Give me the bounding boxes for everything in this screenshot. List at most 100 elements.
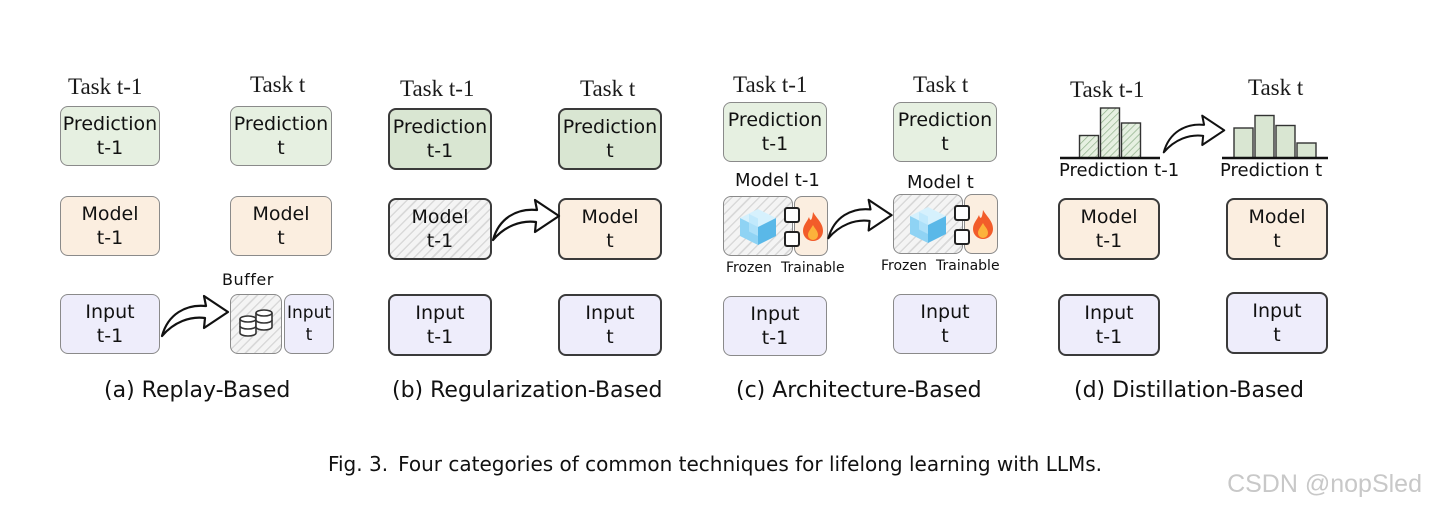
model-label: Model: [411, 206, 469, 228]
buffer-label: Buffer: [222, 270, 274, 289]
task-cur-label: Task t: [1248, 75, 1304, 100]
task-prev-label: Task t-1: [1070, 77, 1145, 102]
frozen-module: [723, 196, 793, 256]
prediction-label: Prediction: [233, 113, 329, 135]
input-sub: t: [606, 326, 614, 348]
model-cur-box: Model t: [1226, 198, 1328, 260]
distribution-bar: [1120, 122, 1142, 159]
prediction-sub: t-1: [761, 133, 789, 155]
input-sub: t-1: [761, 327, 789, 349]
input-label: Input: [1252, 300, 1302, 322]
prediction-prev-box: Prediction t-1: [388, 108, 492, 170]
figure-caption-text: Four categories of common techniques for…: [398, 452, 1103, 476]
task-prev-label: Task t-1: [733, 72, 808, 97]
model-sub: t: [1273, 230, 1281, 252]
input-prev-box: Input t-1: [1058, 294, 1160, 356]
model-prev-box: Model t-1: [1058, 198, 1160, 260]
model-label: Model: [1248, 206, 1306, 228]
figure-caption: Fig. 3. Four categories of common techniq…: [0, 452, 1430, 476]
curved-arrow-icon: [491, 198, 561, 242]
input-label: Input: [85, 301, 135, 323]
model-sub: t: [277, 227, 285, 249]
input-sub: t-1: [426, 326, 454, 348]
flame-icon: [973, 210, 993, 239]
trainable-module: [794, 196, 828, 256]
input-label: Input: [585, 302, 635, 324]
input-prev-box: Input t-1: [60, 294, 160, 354]
model-prev-box: Model t-1: [388, 198, 492, 260]
task-prev-label: Task t-1: [400, 76, 475, 101]
model-label: Model: [81, 203, 139, 225]
prediction-sub: t: [277, 137, 285, 159]
trainable-label: Trainable: [936, 258, 1000, 274]
distribution-bar: [1254, 114, 1275, 159]
prediction-prev-box: Prediction t-1: [723, 102, 827, 162]
prediction-cur-box: Prediction t: [893, 102, 997, 162]
model-label: Model: [1080, 206, 1138, 228]
prediction-sub: t-1: [96, 137, 124, 159]
task-cur-label: Task t: [913, 72, 969, 97]
prediction-label: Prediction: [897, 109, 993, 131]
input-sub: t: [305, 325, 313, 345]
input-prev-box: Input t-1: [723, 296, 827, 356]
prediction-sub: t: [606, 140, 614, 162]
task-prev-label: Task t-1: [68, 74, 143, 99]
prediction-label: Prediction: [562, 116, 658, 138]
model-cur-title: Model t: [907, 172, 974, 193]
trainable-module: [964, 194, 998, 254]
model-prev-title: Model t-1: [735, 170, 820, 191]
model-label: Model: [252, 203, 310, 225]
distribution-bar: [1296, 142, 1317, 159]
input-label: Input: [750, 303, 800, 325]
input-sub: t: [941, 325, 949, 347]
adapter-connector: [954, 205, 970, 245]
prediction-label: Prediction: [392, 116, 488, 138]
prediction-cur-box: Prediction t: [230, 106, 332, 166]
frozen-label: Frozen: [881, 258, 927, 274]
input-cur-box: Input t: [284, 294, 334, 354]
ice-cube-icon: [910, 207, 946, 243]
prediction-label: Prediction: [727, 109, 823, 131]
input-label: Input: [286, 303, 332, 323]
dist-prev-label: Prediction t-1: [1059, 160, 1180, 181]
input-sub: t-1: [96, 325, 124, 347]
model-label: Model: [581, 206, 639, 228]
panel-caption: (a) Replay-Based: [104, 378, 291, 403]
input-prev-box: Input t-1: [388, 294, 492, 356]
watermark: CSDN @nopSled: [1227, 470, 1422, 498]
distribution-cur: [1222, 114, 1328, 160]
prediction-sub: t-1: [426, 140, 454, 162]
input-cur-box: Input t: [1226, 292, 1328, 354]
adapter-connector: [784, 207, 800, 247]
frozen-module: [893, 194, 963, 254]
task-cur-label: Task t: [250, 72, 306, 97]
task-cur-label: Task t: [580, 76, 636, 101]
model-sub: t-1: [96, 227, 124, 249]
curved-arrow-icon: [1162, 114, 1226, 154]
frozen-label: Frozen: [726, 260, 772, 276]
input-label: Input: [1084, 302, 1134, 324]
model-prev-box: Model t-1: [60, 196, 160, 256]
input-cur-box: Input t: [558, 294, 662, 356]
distribution-prev: [1060, 107, 1160, 160]
input-cur-box: Input t: [893, 294, 997, 354]
model-sub: t: [606, 230, 614, 252]
figure-number: Fig. 3.: [327, 452, 389, 476]
flame-icon: [803, 212, 823, 241]
input-sub: t-1: [1095, 326, 1123, 348]
panel-caption: (c) Architecture-Based: [736, 378, 982, 403]
model-cur-box: Model t: [558, 198, 662, 260]
model-sub: t-1: [426, 230, 454, 252]
trainable-label: Trainable: [781, 260, 845, 276]
distribution-bar: [1233, 127, 1254, 159]
input-label: Input: [920, 301, 970, 323]
panel-caption: (d) Distillation-Based: [1074, 378, 1304, 403]
prediction-prev-box: Prediction t-1: [60, 106, 160, 166]
input-sub: t: [1273, 324, 1281, 346]
input-label: Input: [415, 302, 465, 324]
curved-arrow-icon: [160, 294, 230, 338]
distribution-bar: [1099, 107, 1121, 159]
model-cur-box: Model t: [230, 196, 332, 256]
distribution-bar: [1078, 134, 1100, 159]
prediction-sub: t: [941, 133, 949, 155]
